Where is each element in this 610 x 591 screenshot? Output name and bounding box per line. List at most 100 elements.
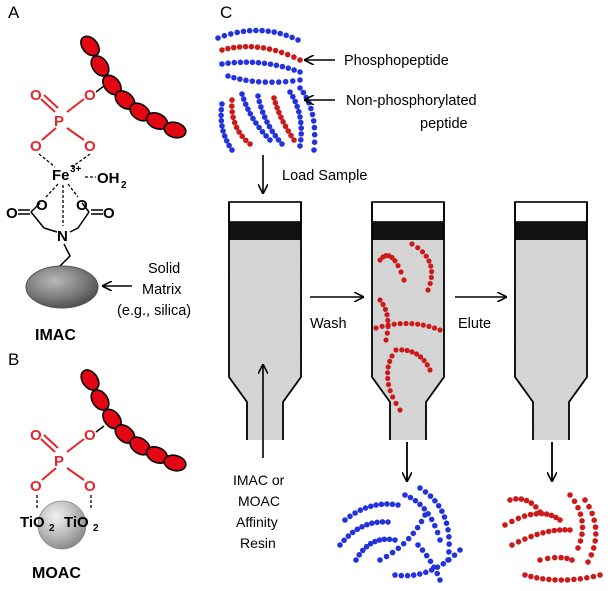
phosphate-b-o-bottom: O: [84, 478, 96, 495]
nonphos-peptide-bead: [285, 65, 292, 71]
nonphos-peptide-bead: [215, 35, 221, 41]
tio2-right-sub: 2: [93, 523, 99, 534]
bound-phosphopeptide-bead: [389, 254, 395, 261]
eluted-phosphopeptide-bead: [515, 515, 522, 522]
flowthrough-bead: [386, 536, 393, 543]
nonphos-label-1: Non-phosphorylated: [346, 93, 477, 109]
flowthrough-bead: [364, 521, 370, 528]
phosphopeptide-bead: [236, 44, 243, 50]
eluted-phosphopeptide-bead: [537, 557, 543, 563]
nonphos-peptide-bead: [306, 100, 312, 106]
solid-matrix-label-1: Solid: [148, 261, 180, 277]
flowthrough-bead: [373, 502, 379, 508]
nonphos-peptide-bead: [272, 132, 279, 139]
nonphos-peptide-bead: [229, 147, 235, 153]
column-top: [371, 201, 445, 223]
phosphopeptide-bead: [282, 123, 289, 130]
phosphopeptide-bead: [254, 44, 261, 50]
nonphos-peptide-bead: [291, 67, 297, 73]
eluted-phosphopeptides: [502, 492, 603, 583]
nonphos-peptide-bead: [266, 123, 273, 130]
phosphopeptide-bead: [274, 104, 280, 111]
bound-phosphopeptide-bead: [395, 263, 401, 269]
flowthrough-bead: [434, 570, 441, 577]
phosphopeptide-bead: [229, 97, 235, 103]
nonphos-peptide-bead: [237, 59, 244, 66]
flowthrough-bead: [337, 542, 343, 548]
bound-phosphopeptide-bead: [385, 322, 391, 328]
nonphos-peptide-bead: [240, 28, 247, 35]
eluted-phosphopeptide-bead: [567, 492, 573, 498]
nonphos-peptide-bead: [294, 103, 301, 110]
peptide-beads-a: [80, 35, 187, 139]
eluted-phosphopeptide-bead: [558, 554, 564, 561]
bound-phosphopeptides: [373, 241, 443, 413]
phosphopeptide-bead: [291, 137, 297, 143]
flowthrough-bead: [395, 502, 401, 508]
bound-phosphopeptide-bead: [415, 321, 421, 327]
iron-charge: 3+: [70, 164, 82, 175]
flowthrough-bead: [457, 547, 463, 553]
column-resin-texture: [229, 240, 301, 440]
bound-phosphopeptide-bead: [426, 258, 432, 264]
nonphos-peptide-bead: [289, 34, 295, 41]
nonphos-peptide-bead: [240, 96, 247, 102]
nonphos-peptide-bead: [279, 63, 286, 70]
peptide-bead-b-6: [163, 454, 187, 472]
nonphos-peptide-bead: [277, 30, 284, 37]
nonphos-peptide-bead: [239, 91, 245, 97]
nonphos-peptide-bead: [297, 85, 303, 91]
nonphos-peptide-bead: [259, 129, 266, 135]
bound-phosphopeptide-bead: [385, 381, 392, 388]
phosphopeptide-bead: [247, 141, 253, 147]
eluted-phosphopeptide-bead: [590, 573, 597, 580]
flowthrough-bead: [427, 558, 434, 565]
bound-phosphopeptide-bead: [385, 364, 391, 370]
nonphos-peptide-bead: [218, 112, 224, 119]
flowthrough-bead: [347, 513, 353, 520]
nonphos-peptide-bead: [225, 73, 231, 79]
bound-phosphopeptide-bead: [385, 317, 391, 323]
phosphopeptide-bead: [272, 47, 279, 54]
nonphos-peptide-bead: [311, 124, 318, 131]
moac-structure: O O P O O TiO 2 TiO 2 MOAC: [20, 369, 187, 582]
eluted-phosphopeptide-bead: [564, 555, 570, 562]
eluted-phosphopeptide-bead: [545, 528, 552, 535]
bound-phosphopeptide-bead: [397, 407, 403, 413]
workflow: Phosphopeptide Non-phosphorylated peptid…: [215, 27, 603, 583]
bound-phosphopeptide-bead: [387, 388, 393, 394]
flowthrough-bead: [398, 572, 405, 579]
bound-phosphopeptide-bead: [401, 277, 407, 283]
bound-phosphopeptide-bead: [428, 274, 434, 280]
nonphos-peptide-bead: [253, 27, 259, 34]
eluted-phosphopeptide-bead: [564, 577, 571, 583]
imac-structure: O O P O O Fe 3+ OH 2 O O O O: [6, 35, 191, 344]
eluted-phosphopeptide-bead: [571, 576, 577, 583]
eluted-phosphopeptide-bead: [582, 497, 588, 503]
nonphos-peptide-bead: [290, 78, 296, 84]
nonphos-peptide-bead: [298, 131, 305, 137]
phosphopeptide-bead: [291, 54, 297, 60]
flowthrough-bead: [353, 557, 359, 563]
nonphos-peptide-bead: [259, 27, 265, 34]
iron-complex: Fe 3+ OH 2 O O O O N: [6, 153, 127, 279]
bound-phosphopeptide-bead: [398, 269, 404, 275]
eluted-phosphopeptide-bead: [567, 527, 573, 533]
flowthrough-bead: [432, 522, 438, 529]
nonphos-peptide-bead: [297, 114, 303, 120]
bound-phosphopeptide-bead: [429, 269, 435, 275]
nonphos-peptide-bead: [267, 61, 274, 67]
nonphos-peptide-bead: [256, 98, 263, 105]
column-elute: [514, 201, 588, 440]
eluted-phosphopeptide-bead: [546, 576, 552, 583]
flowthrough-bead: [434, 529, 441, 536]
flowthrough-bead: [377, 557, 383, 563]
flowthrough-bead: [405, 535, 412, 542]
nonphos-peptide-bead: [255, 59, 262, 66]
phosphopeptide-bead: [230, 114, 236, 121]
flowthrough-bead: [446, 557, 452, 563]
eluted-phosphopeptide-bead: [518, 496, 525, 502]
phosphate-p: P: [54, 113, 64, 130]
bound-phosphopeptide-bead: [417, 354, 424, 360]
phosphopeptide-bead: [284, 51, 291, 58]
